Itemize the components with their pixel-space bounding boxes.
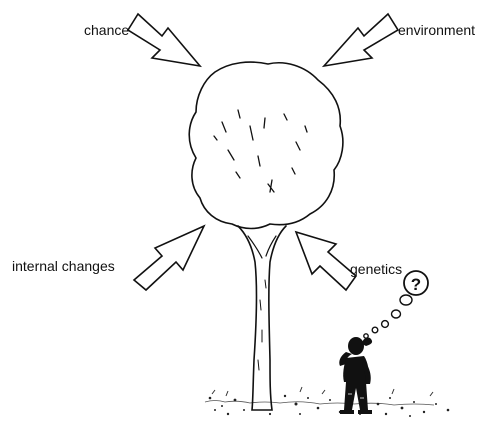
person-icon xyxy=(339,337,373,414)
label-genetics: genetics xyxy=(350,261,403,277)
ground xyxy=(204,386,450,417)
thought-bubble-icon: ? xyxy=(363,270,429,339)
chance-arrow xyxy=(126,12,203,68)
label-chance: chance xyxy=(84,22,130,38)
internal-changes-arrow xyxy=(132,224,206,292)
label-environment: environment xyxy=(398,22,476,38)
thought-bubble-symbol: ? xyxy=(411,275,421,294)
genetics-arrow xyxy=(294,230,358,292)
label-internal-changes: internal changes xyxy=(12,258,115,274)
environment-arrow xyxy=(321,12,400,68)
person-head xyxy=(348,337,364,355)
tree-icon xyxy=(188,61,344,411)
person-body xyxy=(343,356,369,382)
tree-crown xyxy=(188,61,344,230)
tree-trunk xyxy=(237,225,287,411)
arrow-icon xyxy=(126,12,400,292)
